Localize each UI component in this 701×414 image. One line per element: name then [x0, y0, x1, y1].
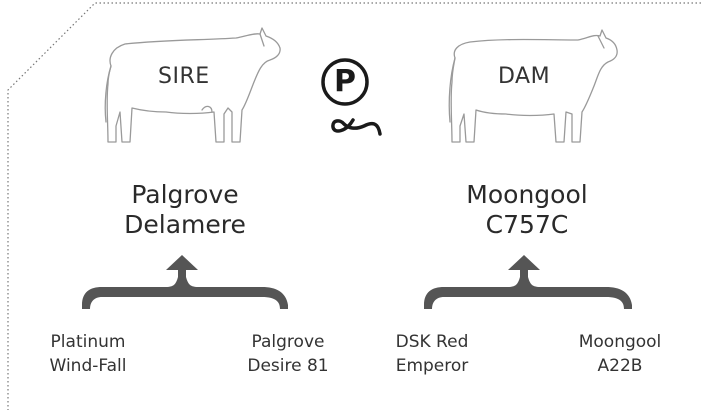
dotted-frame — [7, 2, 701, 410]
sire-bracket — [82, 255, 288, 309]
sire-grandparent-2-line2: Desire 81 — [247, 356, 329, 376]
sire-grandparent-1: Platinum Wind-Fall — [28, 330, 148, 378]
dam-name-line1: Moongool — [466, 180, 588, 209]
sire-grandparent-1-line1: Platinum — [50, 332, 126, 352]
dam-grandparent-2-line1: Moongool — [578, 332, 662, 352]
sire-grandparent-2-line1: Palgrove — [251, 332, 325, 352]
sire-grandparent-2: Palgrove Desire 81 — [228, 330, 348, 378]
sire-cow-icon — [104, 27, 281, 143]
dam-grandparent-2-line2: A22B — [597, 356, 643, 376]
dam-grandparent-1-line1: DSK Red — [395, 332, 469, 352]
dam-grandparent-1: DSK Red Emperor — [372, 330, 492, 378]
sire-name: Palgrove Delamere — [110, 180, 260, 240]
dam-cow-icon — [448, 29, 618, 143]
dam-name: Moongool C757C — [452, 180, 602, 240]
dam-grandparent-1-line2: Emperor — [395, 356, 469, 376]
dam-name-line2: C757C — [485, 210, 569, 239]
polled-badge-icon — [321, 58, 382, 136]
sire-label: SIRE — [158, 64, 210, 89]
dam-label: DAM — [498, 64, 551, 89]
sire-name-line1: Palgrove — [131, 180, 239, 209]
sire-grandparent-1-line2: Wind-Fall — [49, 356, 127, 376]
sire-name-line2: Delamere — [124, 210, 246, 239]
dam-grandparent-2: Moongool A22B — [560, 330, 680, 378]
dam-bracket — [424, 255, 632, 309]
polled-badge-letter: P — [334, 64, 356, 99]
